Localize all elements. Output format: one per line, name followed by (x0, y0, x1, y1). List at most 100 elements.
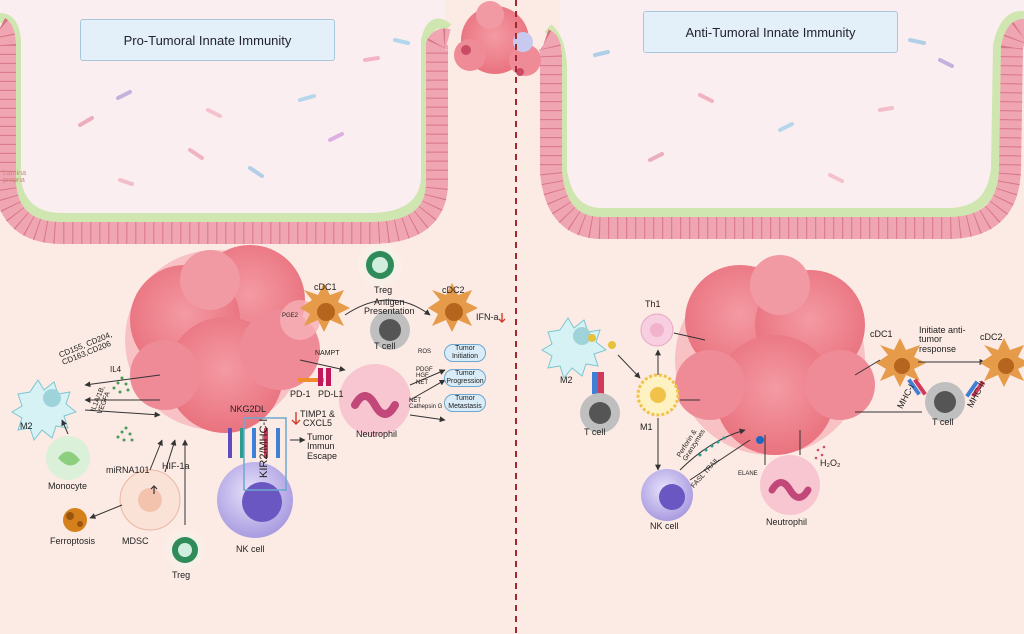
cdc1-cell (300, 283, 350, 332)
h2o2-label: H₂O₂ (820, 458, 841, 468)
left-panel-title: Pro-Tumoral Innate Immunity (80, 19, 335, 61)
m2-macrophage-left-cell (11, 379, 78, 442)
neutrophil-metastasis-arrow (409, 414, 446, 423)
epithelium-right (538, 19, 1024, 239)
neutrophil-initiation-arrow (409, 369, 446, 386)
m2-to-m1-arrow (617, 354, 641, 379)
bacteria-cluster (78, 38, 954, 186)
monocyte-cell (46, 436, 90, 480)
cdc2-left-label: cDC2 (442, 285, 465, 295)
epithelium-left-cells (0, 18, 451, 244)
nk-cell-right (641, 469, 693, 521)
treg-top-label: Treg (374, 285, 393, 295)
monocyte-label: Monocyte (48, 481, 88, 491)
tumor-mass-right (675, 255, 875, 455)
m2-macrophage-right-cell (541, 317, 616, 380)
pdl1-label: PD-L1 (318, 389, 344, 399)
mdsc-to-tumor-arrow-2 (164, 439, 177, 473)
h2o2-dots (814, 445, 826, 460)
mdsc-label: MDSC (122, 536, 149, 546)
neutrophil-left-cell (339, 364, 411, 436)
nk-cell-right-label: NK cell (650, 521, 679, 531)
t-cell-right-left-label: T cell (584, 427, 606, 437)
kir-box (243, 417, 287, 491)
tumor-escape-label: Tumor Immun Escape (307, 432, 338, 461)
basement-membrane-left (0, 13, 452, 223)
t-cell-right-panel-right (907, 378, 985, 422)
ferroptosis-cell (63, 508, 87, 532)
neutrophil-right-cell (760, 455, 820, 515)
il4-label: IL4 (110, 365, 122, 374)
hif-label: HIF-1a (162, 461, 190, 471)
pdgf-label: PDGF HGF NET (416, 367, 433, 386)
antigen-presentation-arrow (344, 299, 431, 316)
treg-top-cell (356, 241, 404, 289)
m1-cell (636, 373, 680, 417)
nk-cell-left-label: NK cell (236, 544, 265, 554)
tumor-to-m2-arrow-1 (84, 374, 161, 388)
cytokine-dots (112, 376, 134, 442)
th1-label: Th1 (645, 299, 661, 309)
ros-label: ROS (418, 349, 432, 355)
pd-receptors (318, 368, 331, 386)
th1-inhibit-line (673, 332, 706, 341)
m2-right-label: M2 (560, 375, 573, 385)
timp1-label: TIMP1 & CXCL5 (300, 409, 336, 429)
tumor-initiation-pill: Tumor Initiation (444, 344, 486, 362)
cdc1-left-label: cDC1 (314, 282, 337, 292)
treg-bottom-label: Treg (172, 570, 191, 580)
nampt-label: NAMPT (315, 350, 340, 357)
breaching-tumor (454, 1, 541, 76)
neutrophil-progression-arrow (409, 379, 446, 401)
tumor-metastasis-pill: Tumor Metastasis (444, 394, 486, 412)
monocyte-to-m2-arrow (61, 419, 69, 435)
nampt-arrow (299, 359, 346, 372)
nk-receptors-left (228, 428, 280, 458)
th1-cell (640, 313, 674, 347)
mirna-up-arrow (150, 485, 158, 494)
granzyme-dots (698, 436, 726, 457)
antigen-presentation-label: Antigen Presentation (364, 297, 415, 317)
t-cell-right-panel-left (580, 372, 620, 433)
tumor-mass-left (125, 245, 320, 433)
lamina-propria-label: Lamina propria (3, 170, 26, 185)
nkg2dl-label: NKG2DL (230, 404, 267, 414)
pd1-pdl1-bar (298, 378, 324, 382)
cdc1-right-cell (876, 338, 926, 387)
elane-dot (756, 436, 764, 444)
m2-to-tumor-arrow (84, 409, 161, 418)
initiate-response-label: Initiate anti- tumor response (919, 325, 966, 354)
kir-label: KIR2/MHC-I (258, 418, 270, 478)
right-panel-title: Anti-Tumoral Innate Immunity (643, 11, 898, 53)
neutrophil-left-label: Neutrophil (356, 429, 398, 439)
mdsc-cell (119, 469, 181, 531)
cdc2-right-label: cDC2 (980, 332, 1003, 342)
fasl-inhibit-line (689, 439, 751, 481)
cdc2-right-cell (980, 338, 1024, 387)
neutrophil-right-label: Neutrophil (766, 517, 808, 527)
t-cell-top (370, 310, 410, 350)
pge2-label: PGE2 (282, 313, 299, 319)
nkg2dl-down-arrow (291, 412, 301, 425)
ifn-label: IFN-a (476, 312, 499, 322)
pd1-label: PD-1 (290, 389, 311, 399)
treg-bottom-cell (163, 528, 207, 572)
ifn-down-arrow (498, 313, 506, 323)
net-cathepsin-label: NET Cathepsin G (409, 398, 443, 411)
m2-left-label: M2 (20, 421, 33, 431)
t-cell-top-label: T cell (374, 341, 396, 351)
nk-cell-left (217, 462, 293, 538)
mirna-label: miRNA101 (106, 465, 150, 475)
elane-label: ELANE (738, 471, 758, 477)
ferroptosis-label: Ferroptosis (50, 536, 96, 546)
t-cell-right-right-label: T cell (932, 417, 954, 427)
mdsc-to-ferroptosis-arrow (89, 504, 123, 519)
cdc1-right-label: cDC1 (870, 329, 893, 339)
cdc1-inhibit-line (854, 359, 881, 376)
tumor-progression-pill: Tumor Progression (444, 369, 486, 387)
m1-label: M1 (640, 422, 653, 432)
cdc2-cell (428, 283, 478, 332)
mdsc-to-tumor-arrow-1 (149, 439, 163, 471)
